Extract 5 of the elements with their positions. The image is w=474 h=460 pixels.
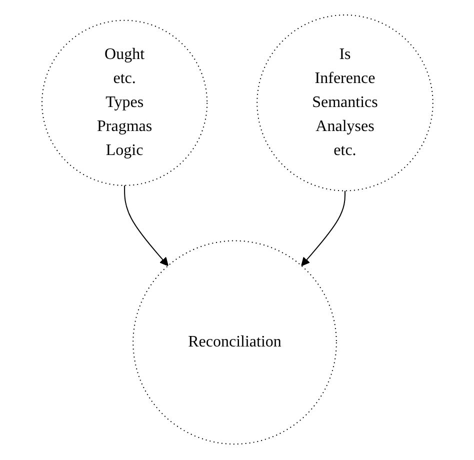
arrow — [124, 185, 168, 267]
arrow — [300, 190, 346, 267]
node-circle: Ought etc. Types Pragmas Logic — [41, 20, 208, 186]
node-circle: Reconciliation — [132, 240, 336, 446]
node-circle: Is Inference Semantics Analyses etc. — [256, 14, 433, 192]
